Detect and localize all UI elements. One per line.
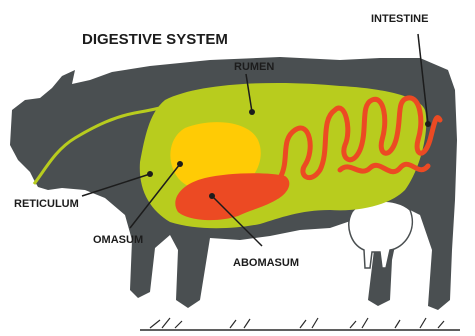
label-omasum: OMASUM: [93, 234, 143, 246]
label-rumen: RUMEN: [234, 61, 274, 73]
ground-grass: [140, 318, 460, 330]
label-abomasum: ABOMASUM: [233, 257, 299, 269]
udder: [349, 201, 412, 268]
diagram-title: DIGESTIVE SYSTEM: [82, 31, 228, 48]
label-reticulum: RETICULUM: [14, 198, 79, 210]
label-intestine: INTESTINE: [371, 13, 428, 25]
